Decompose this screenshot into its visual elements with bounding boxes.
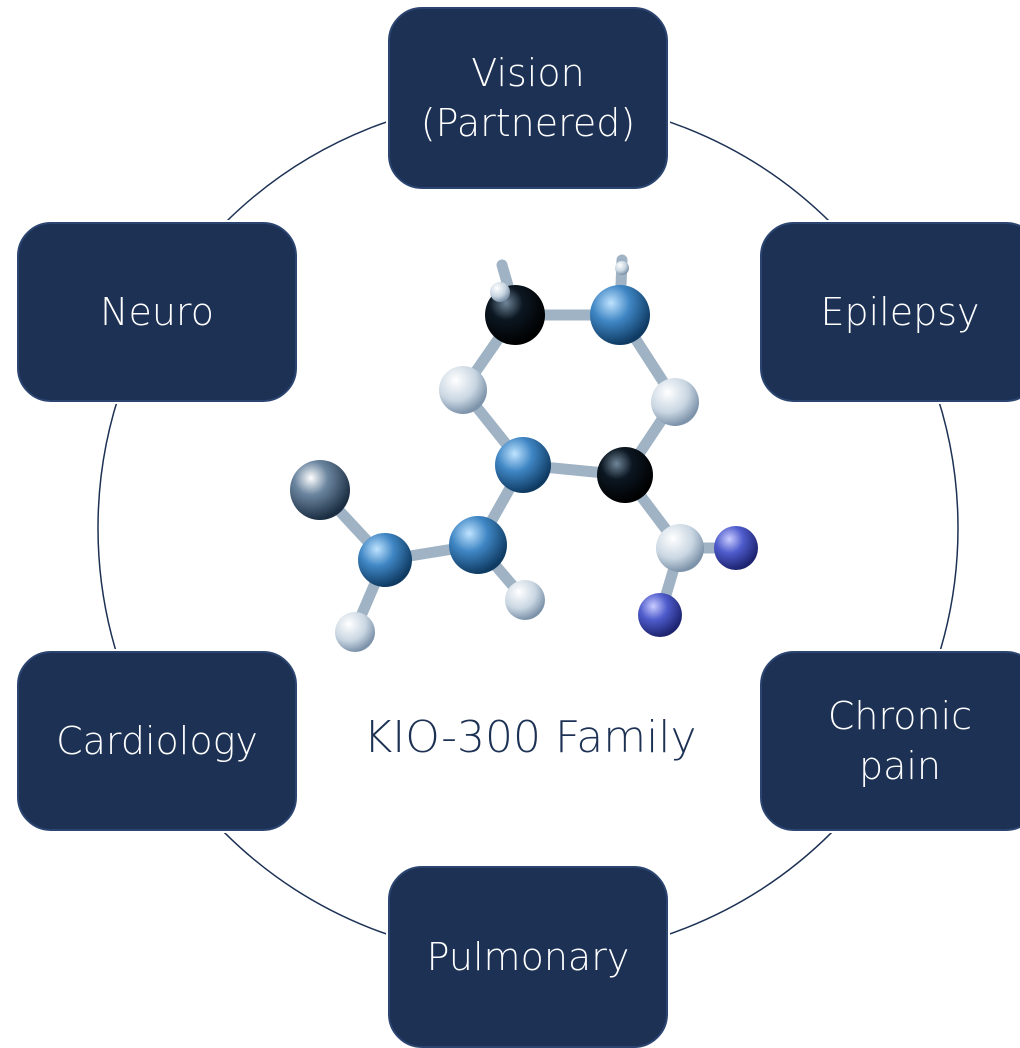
node-epilepsy: Epilepsy [760,222,1020,402]
node-cardiology-label: Cardiology [56,719,258,763]
node-neuro-label: Neuro [100,290,214,334]
node-vision-line-2: (Partnered) [420,101,636,145]
node-cardiology: Cardiology [17,651,297,831]
node-pulmonary: Pulmonary [388,866,668,1048]
node-epilepsy-label: Epilepsy [820,290,980,334]
center-label: KIO-300 Family [363,712,697,763]
node-vision: Vision (Partnered) [388,7,668,189]
node-chronic-pain: Chronic pain [760,651,1020,831]
node-vision-line-1: Vision [471,51,585,95]
node-pulmonary-label: Pulmonary [426,935,630,979]
node-chronic-line-2: pain [858,744,942,788]
node-chronic-line-1: Chronic [827,694,973,738]
node-neuro: Neuro [17,222,297,402]
molecule-icon [290,254,758,652]
